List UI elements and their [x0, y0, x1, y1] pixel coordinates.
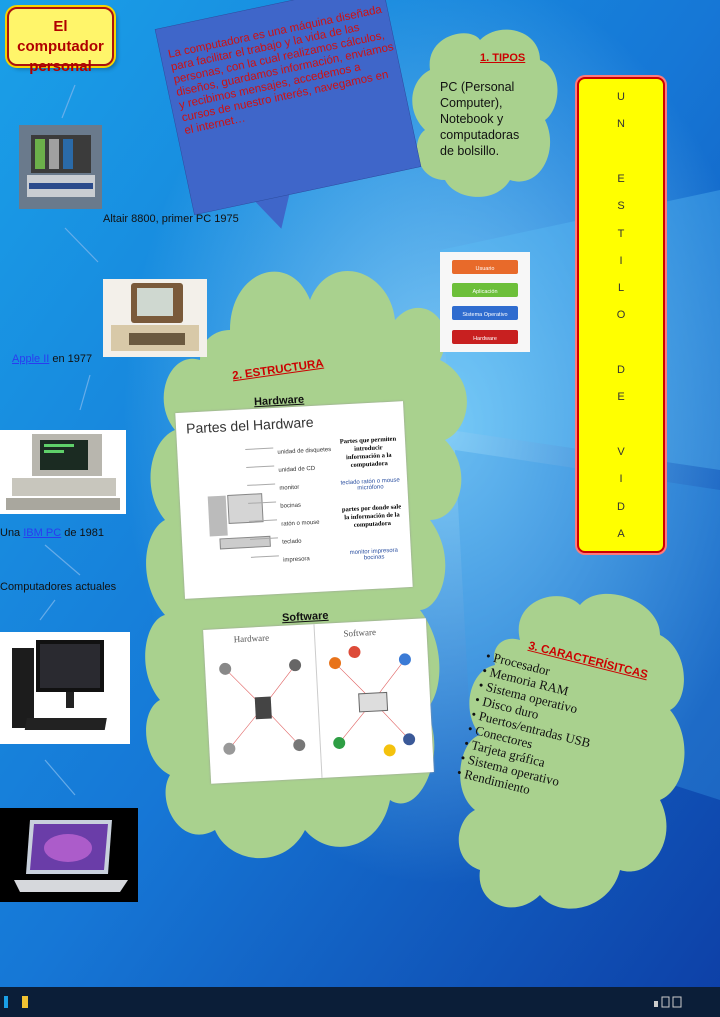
altair-photo	[19, 125, 102, 209]
apple-ii-link[interactable]: Apple II	[12, 353, 50, 365]
vertical-letter: N	[617, 118, 625, 131]
layer-usuario: Usuario	[476, 266, 495, 272]
hw-sw-diagram	[219, 624, 416, 778]
ibm-caption-rest: de 1981	[61, 527, 104, 539]
hw-input-items: teclado ratón o mouse micrófono	[340, 477, 400, 492]
vertical-letter: U	[617, 91, 625, 103]
vertical-letter: L	[617, 282, 625, 295]
laptop-photo	[0, 808, 138, 902]
layer-aplicacion: Aplicación	[472, 289, 497, 295]
page-title: El computador personal	[7, 7, 114, 75]
taskbar	[0, 987, 720, 1017]
apple-caption: Apple II en 1977	[12, 353, 92, 365]
hw-output-items: monitor impresora bocinas	[349, 547, 399, 562]
taskbar-app-icons[interactable]	[4, 994, 34, 1010]
layers-diagram: Usuario Aplicación Sistema Operativo Har…	[440, 252, 530, 352]
vertical-letter: I	[619, 254, 623, 267]
layer-hardware: Hardware	[473, 336, 497, 342]
vertical-letter: S	[617, 200, 625, 213]
apple-ii-photo	[103, 279, 207, 357]
hw-image-title: Partes del Hardware	[185, 413, 314, 437]
note-background	[154, 0, 422, 216]
software-heading: Software	[281, 609, 329, 625]
vertical-letter: E	[617, 172, 625, 185]
vertical-letter: D	[617, 364, 625, 376]
vertical-letter: A	[617, 527, 625, 540]
system-tray-icons[interactable]	[654, 995, 684, 1009]
vertical-letter: T	[617, 227, 625, 240]
layer-sistema-operativo: Sistema Operativo	[462, 312, 507, 318]
modern-pc-photo	[0, 632, 130, 744]
vertical-letter: I	[619, 473, 623, 486]
vertical-letter: V	[617, 445, 625, 458]
hw-input-desc: Partes que permiten introducir informaci…	[339, 435, 397, 469]
ibm-caption-pre: Una	[0, 527, 24, 539]
apple-caption-rest: en 1977	[49, 353, 93, 365]
hw-diagram	[207, 447, 279, 558]
ibm-pc-link[interactable]: IBM PC	[23, 527, 62, 539]
hw-output-desc: partes por donde sale la información de …	[341, 503, 402, 529]
page-title-text: El computador personal	[17, 18, 104, 75]
vertical-letter: D	[617, 500, 625, 513]
hardware-software-image: Hardware Software	[203, 618, 434, 784]
tipos-heading: 1. TIPOS	[480, 52, 526, 64]
vertical-letter: E	[617, 391, 625, 404]
ibm-caption: Una IBM PC de 1981	[0, 527, 104, 539]
altair-caption: Altair 8800, primer PC 1975	[103, 213, 239, 225]
hw-label: unidad de disquetes	[277, 446, 332, 456]
ibm-pc-photo	[0, 430, 126, 514]
cloud-tipos	[412, 29, 558, 197]
estilo-de-vida-column: U N E S T I L O D E V I D A	[577, 77, 665, 553]
actuales-caption: Computadores actuales	[0, 581, 117, 593]
tipos-text: PC (Personal Computer), Notebook y compu…	[440, 80, 520, 158]
hw-label: impresora	[283, 556, 310, 564]
vertical-letter: O	[616, 309, 626, 322]
definition-note: La computadora es una máquina diseñada p…	[154, 0, 422, 216]
